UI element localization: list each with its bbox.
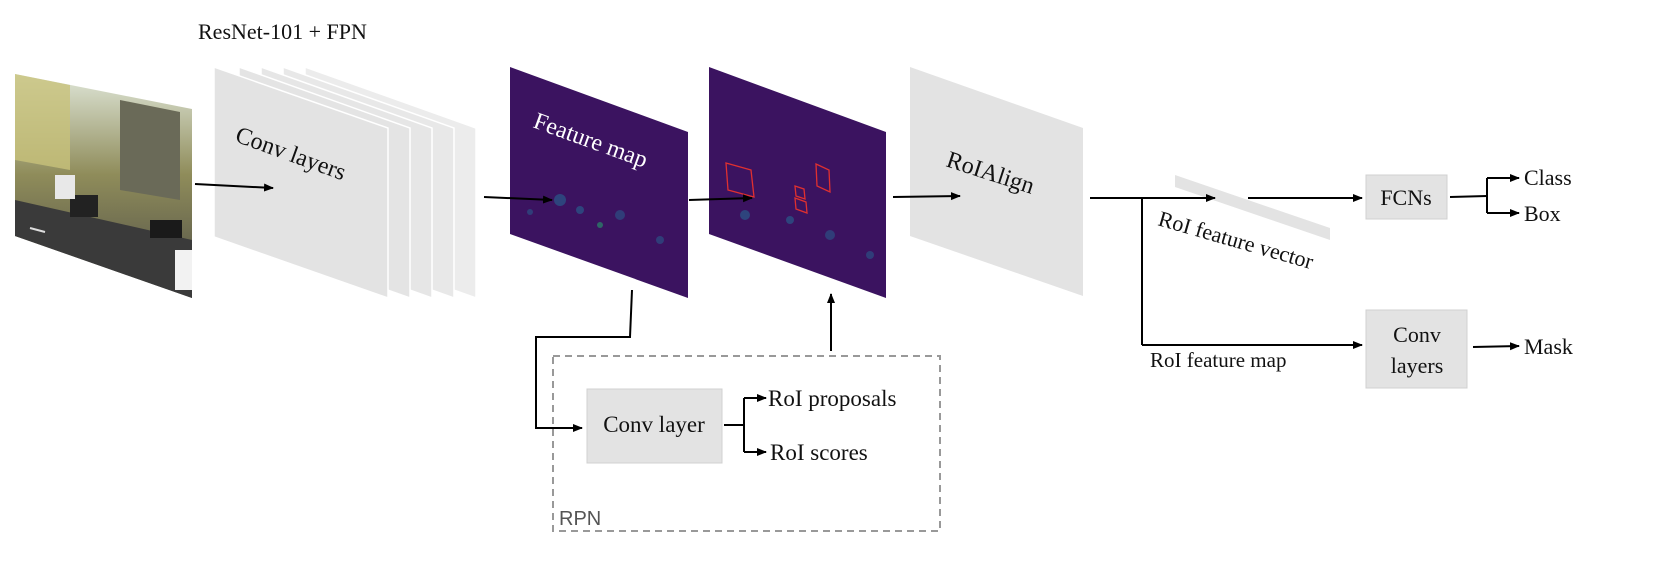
roi-proposals-label: RoI proposals <box>768 386 896 411</box>
box-label: Box <box>1524 201 1561 226</box>
conv-layers-stack <box>213 65 477 300</box>
conv-head-box <box>1365 309 1468 389</box>
roialign-block <box>910 67 1083 296</box>
rpn-conv-layer-label: Conv layer <box>603 412 705 437</box>
fcns-out-line <box>1449 195 1488 198</box>
feature-map-plane <box>510 67 688 298</box>
conv-head-label-line1: Conv <box>1393 322 1441 347</box>
class-label: Class <box>1524 165 1572 190</box>
arrow-featuremap-to-rpn <box>535 289 633 432</box>
mask-label: Mask <box>1524 334 1573 359</box>
fcns-box <box>1365 174 1448 220</box>
arrow-featuremap-to-proposals <box>688 194 753 203</box>
backbone-title: ResNet-101 + FPN <box>198 19 367 44</box>
arrow-image-to-conv <box>194 183 274 192</box>
rpn-conv-layer-box <box>586 388 723 464</box>
arrow-conv-to-featuremap <box>483 195 553 204</box>
rpn-label: RPN <box>559 508 601 530</box>
roi-feature-map-label: RoI feature map <box>1150 348 1286 372</box>
input-image <box>15 74 192 298</box>
roi-feature-vector-bar <box>1175 175 1330 240</box>
rpn-region <box>552 355 941 532</box>
fcns-label: FCNs <box>1380 185 1431 210</box>
proposal-feature-map <box>709 67 886 298</box>
roi-scores-label: RoI scores <box>770 440 868 465</box>
arrow-proposals-to-roialign <box>892 192 961 201</box>
arrow-to-mask <box>1472 342 1520 351</box>
conv-head-label-line2: layers <box>1391 353 1444 378</box>
